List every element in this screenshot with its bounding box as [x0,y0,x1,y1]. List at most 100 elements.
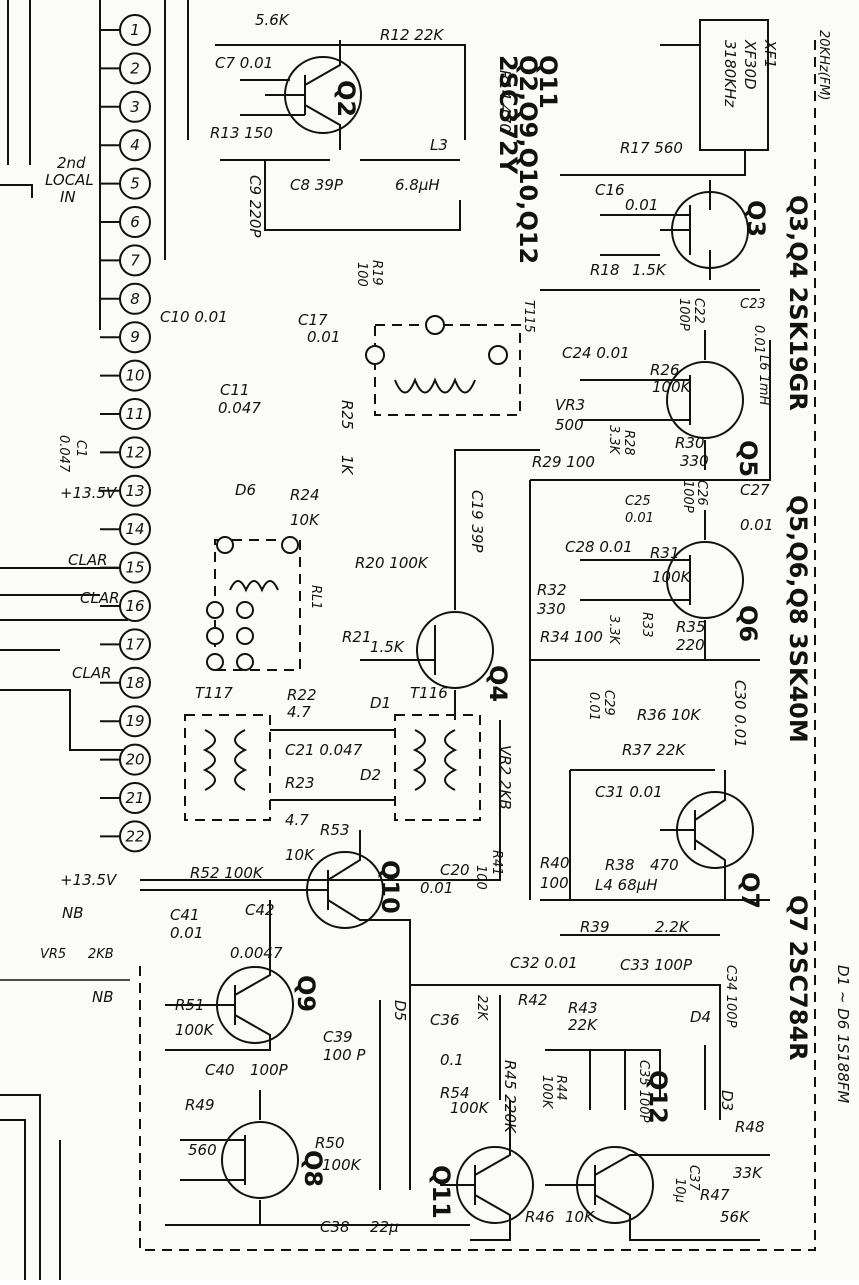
connector-pin-number: 7 [130,251,140,269]
r28-label: R28 [621,430,636,456]
c26-label: C26 [694,480,709,506]
q10-wiring [140,830,411,1190]
l3-value: 6.8μH [395,176,440,194]
r33-value: 3.3K [606,615,621,646]
t115-label: T115 [521,300,536,333]
q6-wiring [529,480,760,900]
r18-label: R18 [590,261,620,279]
r48-value: 33K [733,1164,763,1182]
relay-pin [206,653,224,671]
legend-q5-q6-q8: Q5,Q6,Q8 3SK40M [784,495,812,743]
r43-value: 22K [568,1016,598,1034]
r47-value: 56K [720,1208,750,1226]
c11-value: 0.047 [218,399,261,417]
r20-label: R20 100K [355,554,429,572]
t115-pin [365,345,385,365]
r53-value: 10K [285,846,315,864]
d6-label: D6 [235,481,256,499]
left-panel-wires [0,0,130,751]
c39-label: C39 [323,1028,353,1046]
q6-label: Q6 [734,605,762,642]
q5-label: Q5 [734,440,762,477]
r31-value: 100K [652,568,692,586]
c16-label: C16 [595,181,625,199]
r54-label: R54 [440,1084,470,1102]
r36-label: R36 10K [637,706,701,724]
r11-value: 5.6K [255,11,290,29]
r51-value: 100K [175,1021,215,1039]
c40-label: C40 [205,1061,235,1079]
c41-label: C41 [170,906,200,924]
q3-label: Q3 [742,200,770,237]
nb-label: NB [62,904,84,922]
q5-fet [666,361,744,439]
connector-pin-number: 18 [125,674,144,692]
l4-label: L4 68μH [595,876,658,894]
r44-value: 100K [539,1075,554,1110]
t115-pin [425,315,445,335]
c17-value: 0.01 [307,328,340,346]
c7-label: C7 0.01 [215,54,273,72]
relay-pin [281,536,299,554]
r28-value: 3.3K [606,425,621,456]
relay-pin [216,536,234,554]
c22-value: 100P [676,298,691,331]
c27-label: C27 [740,481,770,499]
q6-fet [666,541,744,619]
relay-pin [236,601,254,619]
c36-value: 0.1 [440,1051,464,1069]
connector-pin-number: 22 [125,827,144,845]
q4-fet [416,611,494,689]
r38-value: 470 [650,856,679,874]
r12-label: R12 22K [380,26,444,44]
d3-label: D3 [718,1090,736,1111]
r25-value: 1K [338,455,356,476]
c10-label: C10 0.01 [160,308,228,326]
connector-pin-number: 1 [130,21,140,39]
c11-label: C11 [220,381,250,399]
agc-wiring [379,984,721,1190]
r42-value: 22K [474,995,489,1022]
relay-coil [229,580,279,593]
r42-label: R42 [518,991,548,1009]
transformer-coils [202,729,458,791]
q7-label: Q7 [736,872,764,909]
relay-pin [236,627,254,645]
q2-wiring [215,44,466,231]
q3-wiring [540,174,760,291]
component-labels: 2nd LOCAL IN +13.5V +13.5V CLAR CLAR CLA… [40,11,852,1236]
rl1-label: RL1 [308,585,323,610]
q10-label: Q10 [376,860,404,914]
clar-label: CLAR [72,664,112,682]
r53-label: R53 [320,821,350,839]
vr5-value: 2KB [88,947,114,962]
q11-label: Q11 [427,1165,455,1219]
r49-value: 560 [188,1141,217,1159]
r22-value: 4.7 [287,703,311,721]
c8-label: C8 39P [290,176,344,194]
q8-fet [221,1121,299,1199]
r23-value: 4.7 [285,811,309,829]
c34-label: C34 100P [723,965,738,1028]
c36-label: C36 [430,1011,460,1029]
r46-value: 10K [565,1208,595,1226]
bottom-left-frame [0,1094,61,1280]
connector-pin-number: 15 [125,559,144,577]
c28-label: C28 0.01 [565,538,633,556]
local-in-label: LOCAL [45,171,94,189]
t117-label: T117 [195,684,233,702]
q4-wiring [360,449,540,720]
connector-pin-number: 16 [125,597,144,615]
r32-value: 330 [537,600,566,618]
c20-label: C20 [440,861,470,879]
legend-diodes: D1 ~ D6 1S188FM [834,965,852,1103]
connector-pin-number: 12 [125,443,144,461]
c27-value: 0.01 [740,516,773,534]
r19-value: 100 [354,262,369,287]
q8-wiring [165,1090,470,1226]
r17-label: R17 560 [620,139,683,157]
q9-label: Q9 [292,975,320,1012]
r35-value: 220 [676,636,705,654]
